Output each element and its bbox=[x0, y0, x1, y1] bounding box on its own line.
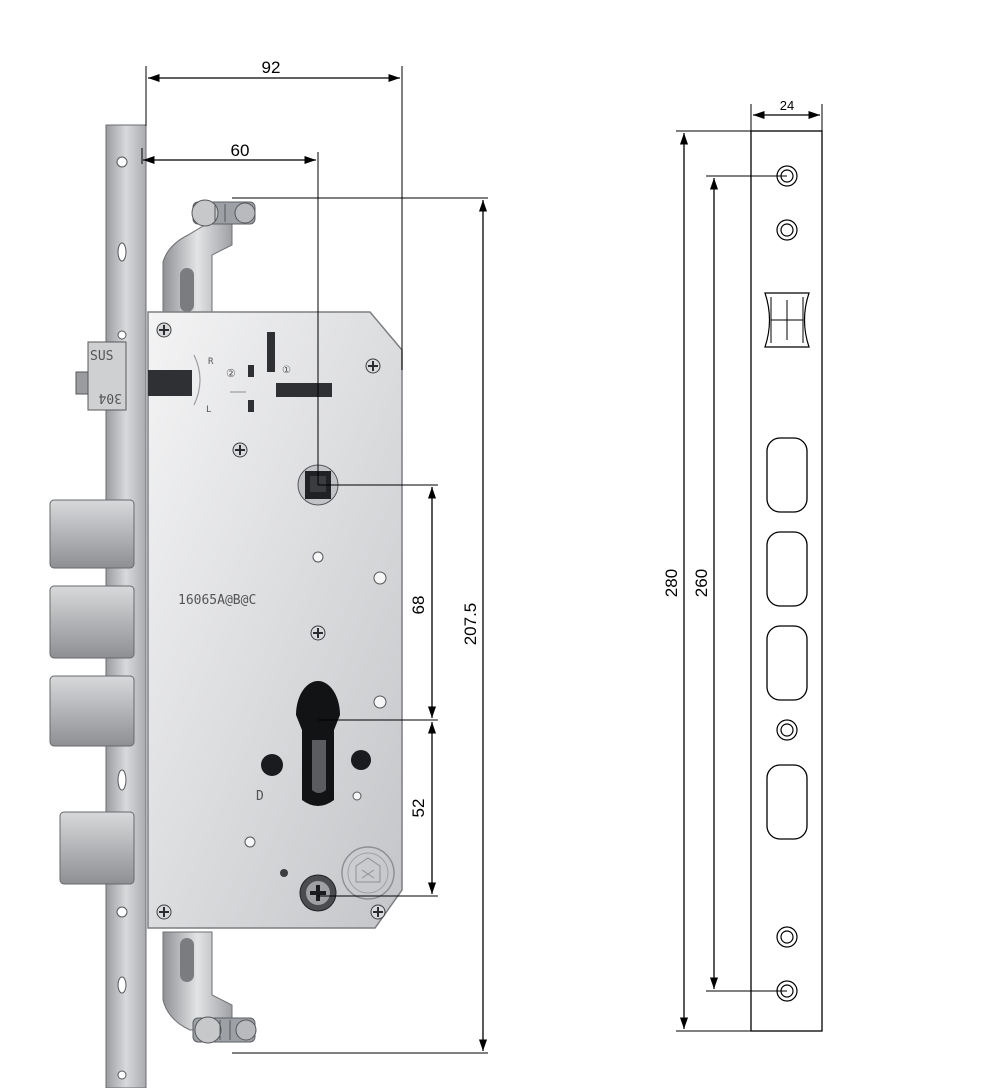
handing-mark-r: R bbox=[208, 357, 214, 367]
dimension-label-60: 60 bbox=[231, 141, 250, 160]
step-mark-1: ① bbox=[282, 365, 291, 376]
dimension-label-52: 52 bbox=[409, 799, 428, 818]
latch-opening bbox=[764, 292, 810, 348]
faceplate-drawing bbox=[750, 130, 823, 1032]
certification-seal-icon bbox=[341, 846, 395, 900]
top-rod-connector bbox=[162, 199, 256, 319]
lock-assembly: SUS 304 bbox=[49, 124, 403, 1088]
latch-block: SUS 304 bbox=[75, 341, 127, 411]
bottom-adjust-screw-icon bbox=[192, 1016, 257, 1044]
case-screw-icon bbox=[156, 322, 386, 920]
right-dimensions: 24 280 260 bbox=[662, 98, 823, 1032]
lock-case: R L ② ① 16065A@B@C bbox=[147, 311, 403, 929]
bottom-cross-screw-icon bbox=[299, 874, 337, 912]
faceplate-outline bbox=[750, 130, 823, 1032]
material-stamp-bottom: 304 bbox=[98, 390, 122, 405]
bolt-openings bbox=[766, 437, 808, 840]
dimension-label-207-5: 207.5 bbox=[461, 603, 480, 646]
bottom-rod-connector bbox=[162, 931, 257, 1044]
dimension-label-260: 260 bbox=[692, 569, 711, 597]
deadbolts bbox=[49, 499, 135, 885]
dimension-label-92: 92 bbox=[262, 58, 281, 77]
step-mark-2: ② bbox=[226, 367, 236, 380]
left-dimensions: 92 60 207.5 68 52 bbox=[141, 58, 488, 1054]
lock-mark: D bbox=[256, 789, 264, 804]
dimension-label-24: 24 bbox=[780, 98, 794, 113]
handing-mark-l: L bbox=[206, 405, 211, 415]
dimension-label-68: 68 bbox=[409, 596, 428, 615]
material-stamp-top: SUS bbox=[90, 349, 113, 364]
model-number-stamp: 16065A@B@C bbox=[178, 593, 256, 608]
top-adjust-screw-icon bbox=[191, 199, 256, 227]
dimension-label-280: 280 bbox=[662, 569, 681, 597]
cylinder-cutout-icon bbox=[261, 681, 371, 806]
